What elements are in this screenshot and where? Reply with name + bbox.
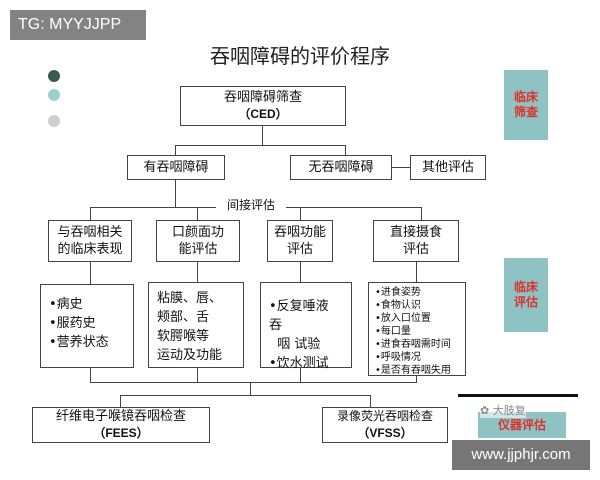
- connector: [120, 395, 370, 396]
- category-swallow-function: 吞咽功能评估: [267, 220, 333, 262]
- ced-line1: 吞咽障碍筛查: [223, 90, 302, 105]
- category-label: 与吞咽相关的临床表现: [57, 225, 123, 257]
- list-item: •饮水测试: [269, 356, 329, 371]
- list-item: •进食吞咽需时间: [375, 339, 451, 350]
- list-item: •反复唾液 吞: [269, 299, 329, 333]
- other-eval-box: 其他评估: [410, 155, 486, 180]
- vfss-line1: 录像荧光吞咽检查: [336, 409, 433, 423]
- connector: [175, 180, 176, 207]
- vfss-box: 录像荧光吞咽检查 （VFSS）: [322, 407, 448, 443]
- has-dysphagia-box: 有吞咽障碍: [127, 155, 225, 180]
- connector: [90, 368, 91, 382]
- fees-line2: （FEES）: [93, 426, 149, 440]
- connector: [392, 167, 410, 168]
- connector: [250, 382, 251, 395]
- category-clinical-signs: 与吞咽相关的临床表现: [48, 220, 132, 262]
- ced-box: 吞咽障碍筛查 （CED）: [180, 86, 346, 126]
- connector: [421, 207, 422, 220]
- ced-line2: （CED）: [238, 107, 288, 121]
- connector: [262, 126, 263, 145]
- connector: [370, 395, 371, 407]
- connector: [300, 262, 301, 282]
- list-item: 运动及功能: [157, 348, 223, 363]
- list-item: •放入口位置: [375, 313, 431, 324]
- category-label: 口颜面功能评估: [171, 225, 224, 257]
- list-item: •每口量: [375, 326, 411, 337]
- list-item: •呼吸情况: [375, 352, 421, 363]
- no-dysphagia-label: 无吞咽障碍: [308, 160, 374, 175]
- list-clinical-signs: •病史 •服药史 •营养状态: [40, 284, 134, 368]
- list-item: 咽 试验: [269, 337, 321, 352]
- list-item: 粘膜、唇、: [157, 291, 223, 306]
- connector: [300, 368, 301, 382]
- side-label-clinical-screening: 临床筛查: [504, 70, 548, 140]
- list-direct-feeding: •进食姿势 •食物认识 •放入口位置 •每口量 •进食吞咽需时间 •呼吸情况 •…: [368, 282, 466, 376]
- category-direct-feeding: 直接摄食评估: [373, 220, 459, 262]
- list-orofacial: 粘膜、唇、 颊部、舌 软腭喉等 运动及功能: [148, 282, 244, 368]
- list-item: •服药史: [49, 316, 96, 331]
- connector: [416, 376, 417, 382]
- no-dysphagia-box: 无吞咽障碍: [290, 155, 392, 180]
- wechat-icon: ✿: [480, 404, 490, 417]
- list-item: •营养状态: [49, 335, 109, 350]
- watermark-url: www.jjphjr.com: [452, 440, 590, 470]
- connector: [197, 368, 198, 382]
- side-label-clinical-eval: 临床评估: [504, 258, 548, 332]
- connector: [90, 382, 417, 383]
- other-eval-label: 其他评估: [421, 160, 474, 175]
- page-title: 吞咽障碍的评价程序: [210, 44, 390, 68]
- connector: [300, 207, 301, 220]
- connector: [120, 395, 121, 407]
- list-item: 颊部、舌: [157, 310, 210, 325]
- connector: [416, 262, 417, 282]
- list-item: •是否有吞咽失用: [375, 365, 451, 376]
- category-orofacial: 口颜面功能评估: [156, 220, 240, 262]
- category-label: 直接摄食评估: [389, 225, 442, 257]
- list-item: •进食姿势: [375, 287, 421, 298]
- fees-box: 纤维电子喉镜吞咽检查 （FEES）: [32, 407, 210, 443]
- has-dysphagia-label: 有吞咽障碍: [143, 160, 209, 175]
- wechat-mark: ✿ 大肢复: [480, 402, 526, 418]
- watermark-label: TG: MYYJJPP: [10, 10, 146, 40]
- indirect-eval-label: 间接评估: [216, 196, 286, 213]
- divider-line: [458, 394, 578, 397]
- list-swallow-function: •反复唾液 吞 咽 试验 •饮水测试: [260, 282, 352, 371]
- connector: [90, 262, 91, 284]
- connector: [197, 207, 198, 220]
- connector: [90, 207, 91, 220]
- connector: [175, 145, 345, 146]
- list-item: •病史: [49, 297, 83, 312]
- wechat-mark-label: 大肢复: [492, 404, 526, 417]
- bullet-dot-dark: [48, 70, 60, 82]
- category-label: 吞咽功能评估: [273, 225, 326, 257]
- list-item: 软腭喉等: [157, 329, 210, 344]
- list-item: •食物认识: [375, 300, 421, 311]
- connector: [197, 262, 198, 282]
- bullet-dot-teal: [48, 89, 60, 101]
- bullet-dot-gray: [48, 115, 60, 127]
- vfss-line2: （VFSS）: [357, 426, 413, 440]
- fees-line1: 纤维电子喉镜吞咽检查: [55, 409, 186, 424]
- connector: [345, 145, 346, 155]
- connector: [175, 145, 176, 155]
